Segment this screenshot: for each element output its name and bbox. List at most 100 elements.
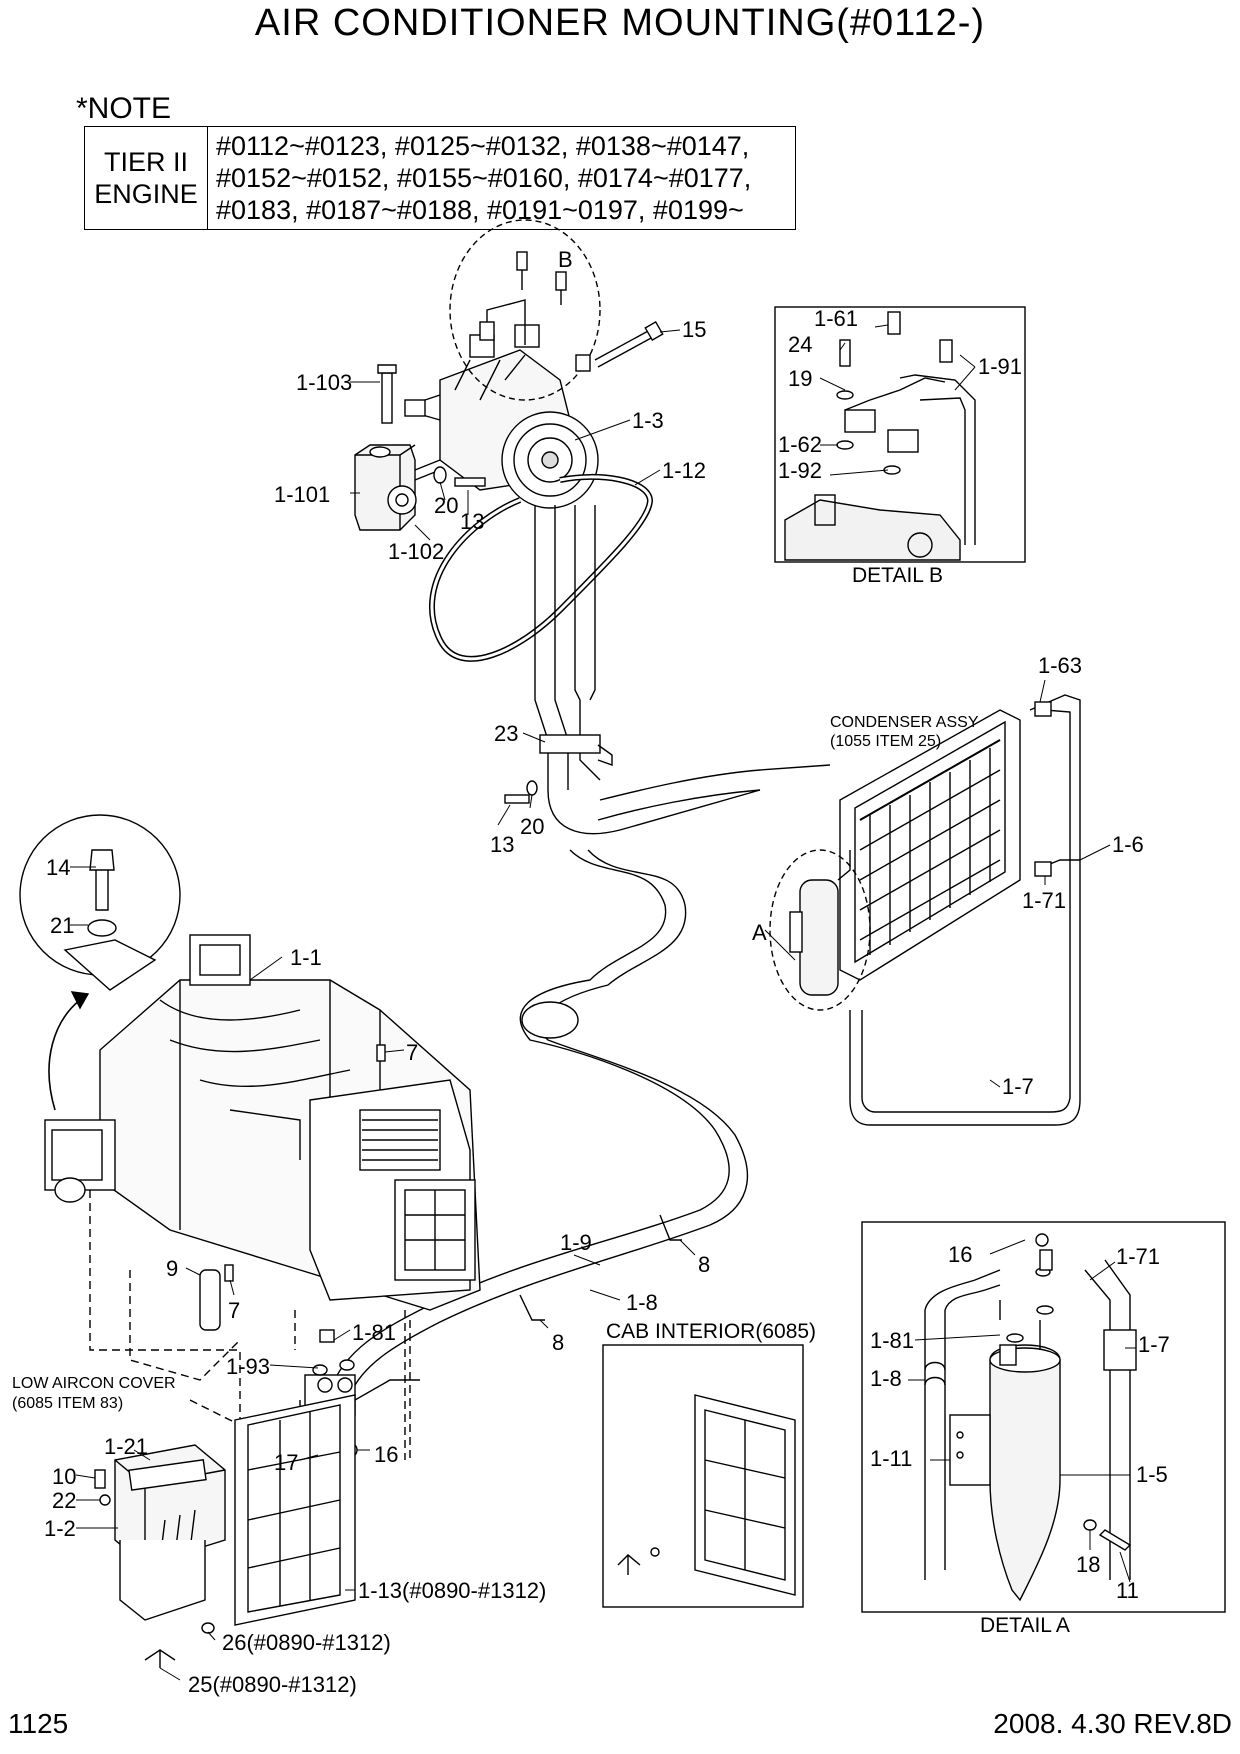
clip-8: [659, 1214, 682, 1241]
screw-10: [94, 1469, 106, 1489]
callout-1-21: 1-21: [104, 1434, 148, 1459]
callout-16: 16: [374, 1442, 398, 1467]
callout-13: 13: [460, 509, 484, 534]
engine-line-2: ENGINE: [94, 179, 198, 209]
callout-1-9: 1-9: [560, 1230, 592, 1255]
washer-20: [526, 780, 538, 796]
screw-7: [376, 1044, 386, 1062]
cab-interior-box: [602, 1344, 804, 1608]
condenser-label-2: (1055 ITEM 25): [830, 733, 941, 750]
callout-1-103: 1-103: [296, 370, 352, 395]
washer-21: [87, 919, 117, 937]
callout-1-7: 1-7: [1138, 1332, 1170, 1357]
rotate-arrow: [48, 999, 81, 1111]
bracket: [63, 939, 157, 991]
callout-19: 19: [788, 366, 812, 391]
fitting-1-63: [1034, 701, 1052, 717]
callout-21: 21: [50, 913, 74, 938]
hose-1-6: [849, 694, 1081, 1126]
screw-7: [224, 1264, 234, 1282]
callout-13: 13: [490, 832, 514, 857]
serial-line: #0183, #0187~#0188, #0191~0197, #0199~: [216, 195, 744, 225]
engine-cell: TIER II ENGINE: [84, 126, 208, 230]
detail-a-box: [861, 1221, 1226, 1613]
callout-a: A: [752, 920, 767, 945]
callout-1-12: 1-12: [662, 458, 706, 483]
serials-cell: #0112~#0123, #0125~#0132, #0138~#0147, #…: [207, 126, 796, 230]
callout-1-71: 1-71: [1022, 888, 1066, 913]
callout-1-71: 1-71: [1116, 1244, 1160, 1269]
compressor: [404, 324, 599, 509]
callout-1-3: 1-3: [632, 408, 664, 433]
callout-1-101: 1-101: [274, 482, 330, 507]
compressor-hoses: [534, 505, 761, 835]
condenser-assy: [839, 709, 1021, 981]
washer-26: [201, 1622, 215, 1634]
control-panel: [114, 1444, 226, 1621]
callout-1-8: 1-8: [870, 1366, 902, 1391]
callout-26: 26(#0890-#1312): [222, 1630, 391, 1655]
callout-22: 22: [52, 1488, 76, 1513]
bolt-13: [454, 477, 486, 487]
callout-20: 20: [520, 814, 544, 839]
callout-1-13: 1-13(#0890-#1312): [358, 1578, 546, 1603]
low-cover-label-1: LOW AIRCON COVER: [12, 1375, 176, 1392]
hose-1-8: [599, 764, 831, 801]
page-number: 1125: [8, 1708, 69, 1739]
low-cover-label-2: (6085 ITEM 83): [12, 1395, 123, 1412]
callout-18: 18: [1076, 1552, 1100, 1577]
drain-9: [199, 1269, 221, 1331]
clip-8: [519, 1294, 545, 1321]
callout-23: 23: [494, 721, 518, 746]
callout-1-63: 1-63: [1038, 653, 1082, 678]
grille-1-13: [234, 1394, 356, 1626]
engine-line-1: TIER II: [103, 147, 188, 177]
callout-11: 11: [1116, 1578, 1139, 1603]
note-label: *NOTE: [76, 92, 172, 125]
receiver-dryer: [789, 850, 851, 996]
callout-8: 8: [552, 1330, 564, 1355]
detail-b-caption: DETAIL B: [852, 564, 943, 587]
callout-1-81: 1-81: [870, 1328, 914, 1353]
callout-b: B: [558, 247, 573, 272]
callout-10: 10: [52, 1464, 76, 1489]
serial-line: #0112~#0123, #0125~#0132, #0138~#0147,: [216, 131, 750, 161]
callout-7: 7: [406, 1040, 418, 1065]
expansion-valve: [354, 364, 441, 531]
callout-14: 14: [46, 855, 70, 880]
cab-grille: [694, 1394, 796, 1596]
callout-16: 16: [948, 1242, 972, 1267]
callout-1-91: 1-91: [978, 354, 1022, 379]
clamp-23: [539, 734, 613, 766]
callout-25: 25(#0890-#1312): [188, 1672, 357, 1697]
cab-interior-label: CAB INTERIOR(6085): [606, 1320, 816, 1343]
detail-a-drawing: [924, 1233, 1137, 1602]
callout-1-92: 1-92: [778, 458, 822, 483]
serial-line: #0152~#0152, #0155~#0160, #0174~#0177,: [216, 163, 752, 193]
callout-1-11: 1-11: [870, 1446, 912, 1471]
bolt-13: [504, 794, 530, 804]
hvac-unit: [44, 934, 481, 1311]
low-aircon-cover: [89, 1190, 241, 1430]
callout-1-8: 1-8: [626, 1290, 658, 1315]
callout-1-1: 1-1: [290, 945, 322, 970]
callout-1-81: 1-81: [352, 1320, 396, 1345]
service-valves: [479, 251, 567, 345]
cab-wing-bolt: [617, 1554, 641, 1575]
condenser-label-1: CONDENSER ASSY: [830, 714, 979, 731]
detail-b-marker: [449, 219, 601, 401]
callout-1-5: 1-5: [1136, 1462, 1168, 1487]
callout-15: 15: [682, 317, 706, 342]
bolt-15: [575, 320, 664, 372]
page-title: AIR CONDITIONER MOUNTING(#0112-): [254, 2, 986, 44]
callout-1-62: 1-62: [778, 432, 822, 457]
detail-b-box: [774, 306, 1026, 563]
note-table: TIER II ENGINE #0112~#0123, #0125~#0132,…: [84, 126, 796, 230]
detail-a-caption: DETAIL A: [980, 1614, 1070, 1637]
washer-20: [433, 466, 447, 484]
callout-1-102: 1-102: [388, 539, 444, 564]
callout-1-2: 1-2: [44, 1516, 76, 1541]
callout-20: 20: [434, 493, 458, 518]
callout-1-6: 1-6: [1112, 832, 1144, 857]
